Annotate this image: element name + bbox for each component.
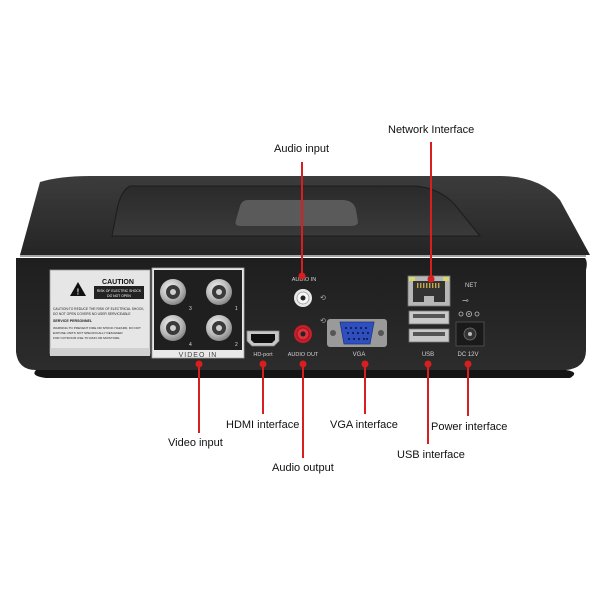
bnc-connector-2	[206, 315, 232, 341]
leader-audio-input-dot	[298, 272, 306, 280]
net-symbol-icon: ⊸	[462, 296, 469, 305]
callout-power-interface: Power interface	[431, 421, 508, 433]
callout-vga-interface: VGA interface	[330, 419, 398, 431]
audio-in-jack	[294, 289, 312, 307]
bnc-connector-1	[206, 279, 232, 305]
callout-hdmi-interface: HDMI interface	[226, 419, 300, 431]
svg-text:!: !	[77, 288, 80, 297]
usb-port-lower	[408, 328, 450, 343]
hdmi-port	[246, 330, 280, 347]
dc-polarity-icon	[458, 310, 480, 317]
callout-audio-output: Audio output	[272, 462, 334, 474]
vga-label: VGA	[353, 352, 366, 358]
warning-body-3: SERVICE PERSONNEL	[53, 319, 93, 323]
audio-out-label: AUDIO OUT	[288, 352, 319, 358]
leader-lines	[195, 142, 472, 458]
usb-label: USB	[422, 352, 434, 358]
leader-network-dot	[427, 275, 435, 283]
bnc-number-4: 4	[189, 342, 192, 348]
bnc-connector-3	[160, 279, 186, 305]
warning-risk-line-2: DO NOT OPEN	[107, 294, 131, 298]
callout-network-interface: Network Interface	[388, 124, 475, 136]
video-in-label: VIDEO IN	[179, 352, 218, 359]
callout-audio-input: Audio input	[274, 143, 330, 155]
warning-body-4: WARNING:TO PREVENT FIRE OR SHOCK HAZARD,…	[53, 326, 141, 330]
warning-title: CAUTION	[102, 279, 134, 286]
dc-12v-label: DC 12V	[457, 352, 478, 358]
warning-sticker: ! CAUTION RISK OF ELECTRIC SHOCK DO NOT …	[49, 269, 151, 356]
video-in-block: 3 1 4 2 VIDEO IN	[151, 267, 245, 359]
vga-port	[327, 319, 387, 347]
audio-out-jack	[294, 325, 312, 343]
warning-body-2: DO NOT OPEN COVERS NO USER SERVICEABLE	[53, 312, 131, 316]
leader-usb-dot	[424, 360, 432, 368]
leader-video-dot	[195, 360, 203, 368]
dc-power-jack	[455, 321, 485, 347]
bnc-number-3: 3	[189, 306, 192, 312]
warning-triangle-icon	[70, 282, 86, 296]
warning-body-6: FOR OUTDOOR USE TO RAIN OR MOISTURE	[53, 336, 119, 340]
leader-hdmi-dot	[259, 360, 267, 368]
leader-power-dot	[464, 360, 472, 368]
dvr-top-logo-plate	[235, 200, 358, 226]
leader-vga-dot	[361, 360, 369, 368]
callout-video-input: Video input	[168, 437, 223, 449]
bnc-connector-4	[160, 315, 186, 341]
leader-audio-output-dot	[299, 360, 307, 368]
warning-risk-line-1: RISK OF ELECTRIC SHOCK	[97, 289, 142, 293]
usb-port-upper	[408, 310, 450, 325]
bnc-number-1: 1	[235, 306, 238, 312]
net-label: NET	[465, 283, 477, 289]
hd-port-label: HD-port	[253, 352, 273, 358]
audio-in-label: AUDIO IN	[292, 277, 316, 283]
bnc-number-2: 2	[235, 342, 238, 348]
warning-body-5: EXPOSE UNITS NOT SPECIFICALLY DESIGNED	[53, 331, 123, 335]
dvr-bottom-edge	[34, 370, 575, 378]
callout-usb-interface: USB interface	[397, 449, 465, 461]
warning-body-1: CAUTION:TO REDUCE THE RISK OF ELECTRICAL…	[53, 307, 144, 311]
audio-out-connector-glyph: ⟲	[320, 317, 326, 325]
audio-in-connector-glyph: ⟲	[320, 294, 326, 302]
